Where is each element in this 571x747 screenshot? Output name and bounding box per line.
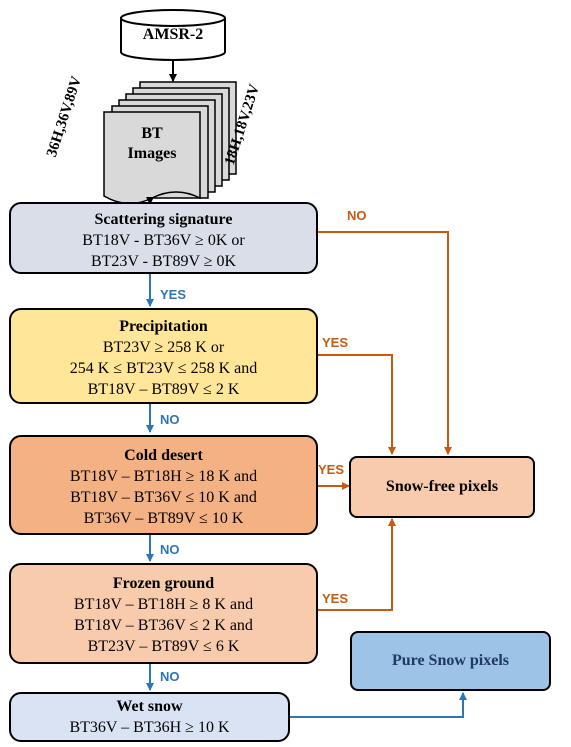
condition-line: BT36V – BT36H ≥ 10 K [69, 719, 230, 736]
step-title: Cold desert [124, 447, 203, 464]
label-yes: YES [318, 462, 345, 477]
condition-line: BT23V – BT89V ≤ 6 K [87, 638, 240, 655]
condition-line: BT23V - BT89V ≥ 0K [90, 253, 237, 270]
step-title: Precipitation [119, 318, 208, 335]
source-label: AMSR-2 [142, 26, 204, 43]
step-title: Scattering signature [94, 211, 233, 228]
step-cold-desert: Cold desert BT18V – BT18H ≥ 18 K and BT1… [9, 435, 318, 535]
document-stack-icon [103, 81, 237, 205]
condition-line: BT18V – BT18H ≥ 18 K and [69, 468, 258, 485]
step-wet-snow: Wet snow BT36V – BT36H ≥ 10 K [9, 692, 290, 742]
bt-images-line1: BT [141, 125, 163, 142]
condition-line: BT23V ≥ 258 K or [102, 339, 225, 356]
label-no: NO [160, 669, 180, 684]
step-title: Wet snow [116, 698, 183, 715]
label-yes: YES [322, 335, 349, 350]
outcome-label: Snow-free pixels [385, 478, 499, 495]
arrow-scattering-no-to-snow-free [318, 231, 452, 455]
label-yes: YES [322, 591, 349, 606]
step-title: Frozen ground [112, 575, 215, 592]
step-scattering-signature: Scattering signature BT18V - BT36V ≥ 0K … [9, 202, 318, 274]
label-no: NO [160, 542, 180, 557]
step-frozen-ground: Frozen ground BT18V – BT18H ≥ 8 K and BT… [9, 563, 318, 664]
arrow-wet-snow-to-pure-snow [290, 692, 467, 718]
condition-line: BT36V – BT89V ≤ 10 K [83, 510, 244, 527]
condition-line: BT18V – BT36V ≤ 10 K and [70, 489, 257, 506]
outcome-snow-free: Snow-free pixels [349, 456, 535, 518]
arrow-precipitation-yes-to-snow-free [318, 354, 396, 455]
database-icon [120, 9, 226, 61]
outcome-label: Pure Snow pixels [391, 652, 510, 669]
label-no: NO [347, 208, 367, 223]
step-precipitation: Precipitation BT23V ≥ 258 K or 254 K ≤ B… [9, 308, 318, 404]
condition-line: BT18V – BT36V ≤ 2 K and [74, 617, 253, 634]
condition-line: BT18V - BT36V ≥ 0K or [82, 232, 245, 249]
bt-images-label: BT Images [104, 124, 200, 164]
arrow-frozen-ground-yes-to-snow-free [318, 518, 396, 611]
label-no: NO [160, 412, 180, 427]
outcome-pure-snow: Pure Snow pixels [350, 631, 551, 691]
condition-line: BT18V – BT89V ≤ 2 K [87, 381, 240, 398]
condition-line: BT18V – BT18H ≥ 8 K and [73, 596, 254, 613]
label-yes: YES [160, 287, 187, 302]
bt-images-line2: Images [127, 145, 177, 162]
condition-line: 254 K ≤ BT23V ≤ 258 K and [69, 360, 258, 377]
